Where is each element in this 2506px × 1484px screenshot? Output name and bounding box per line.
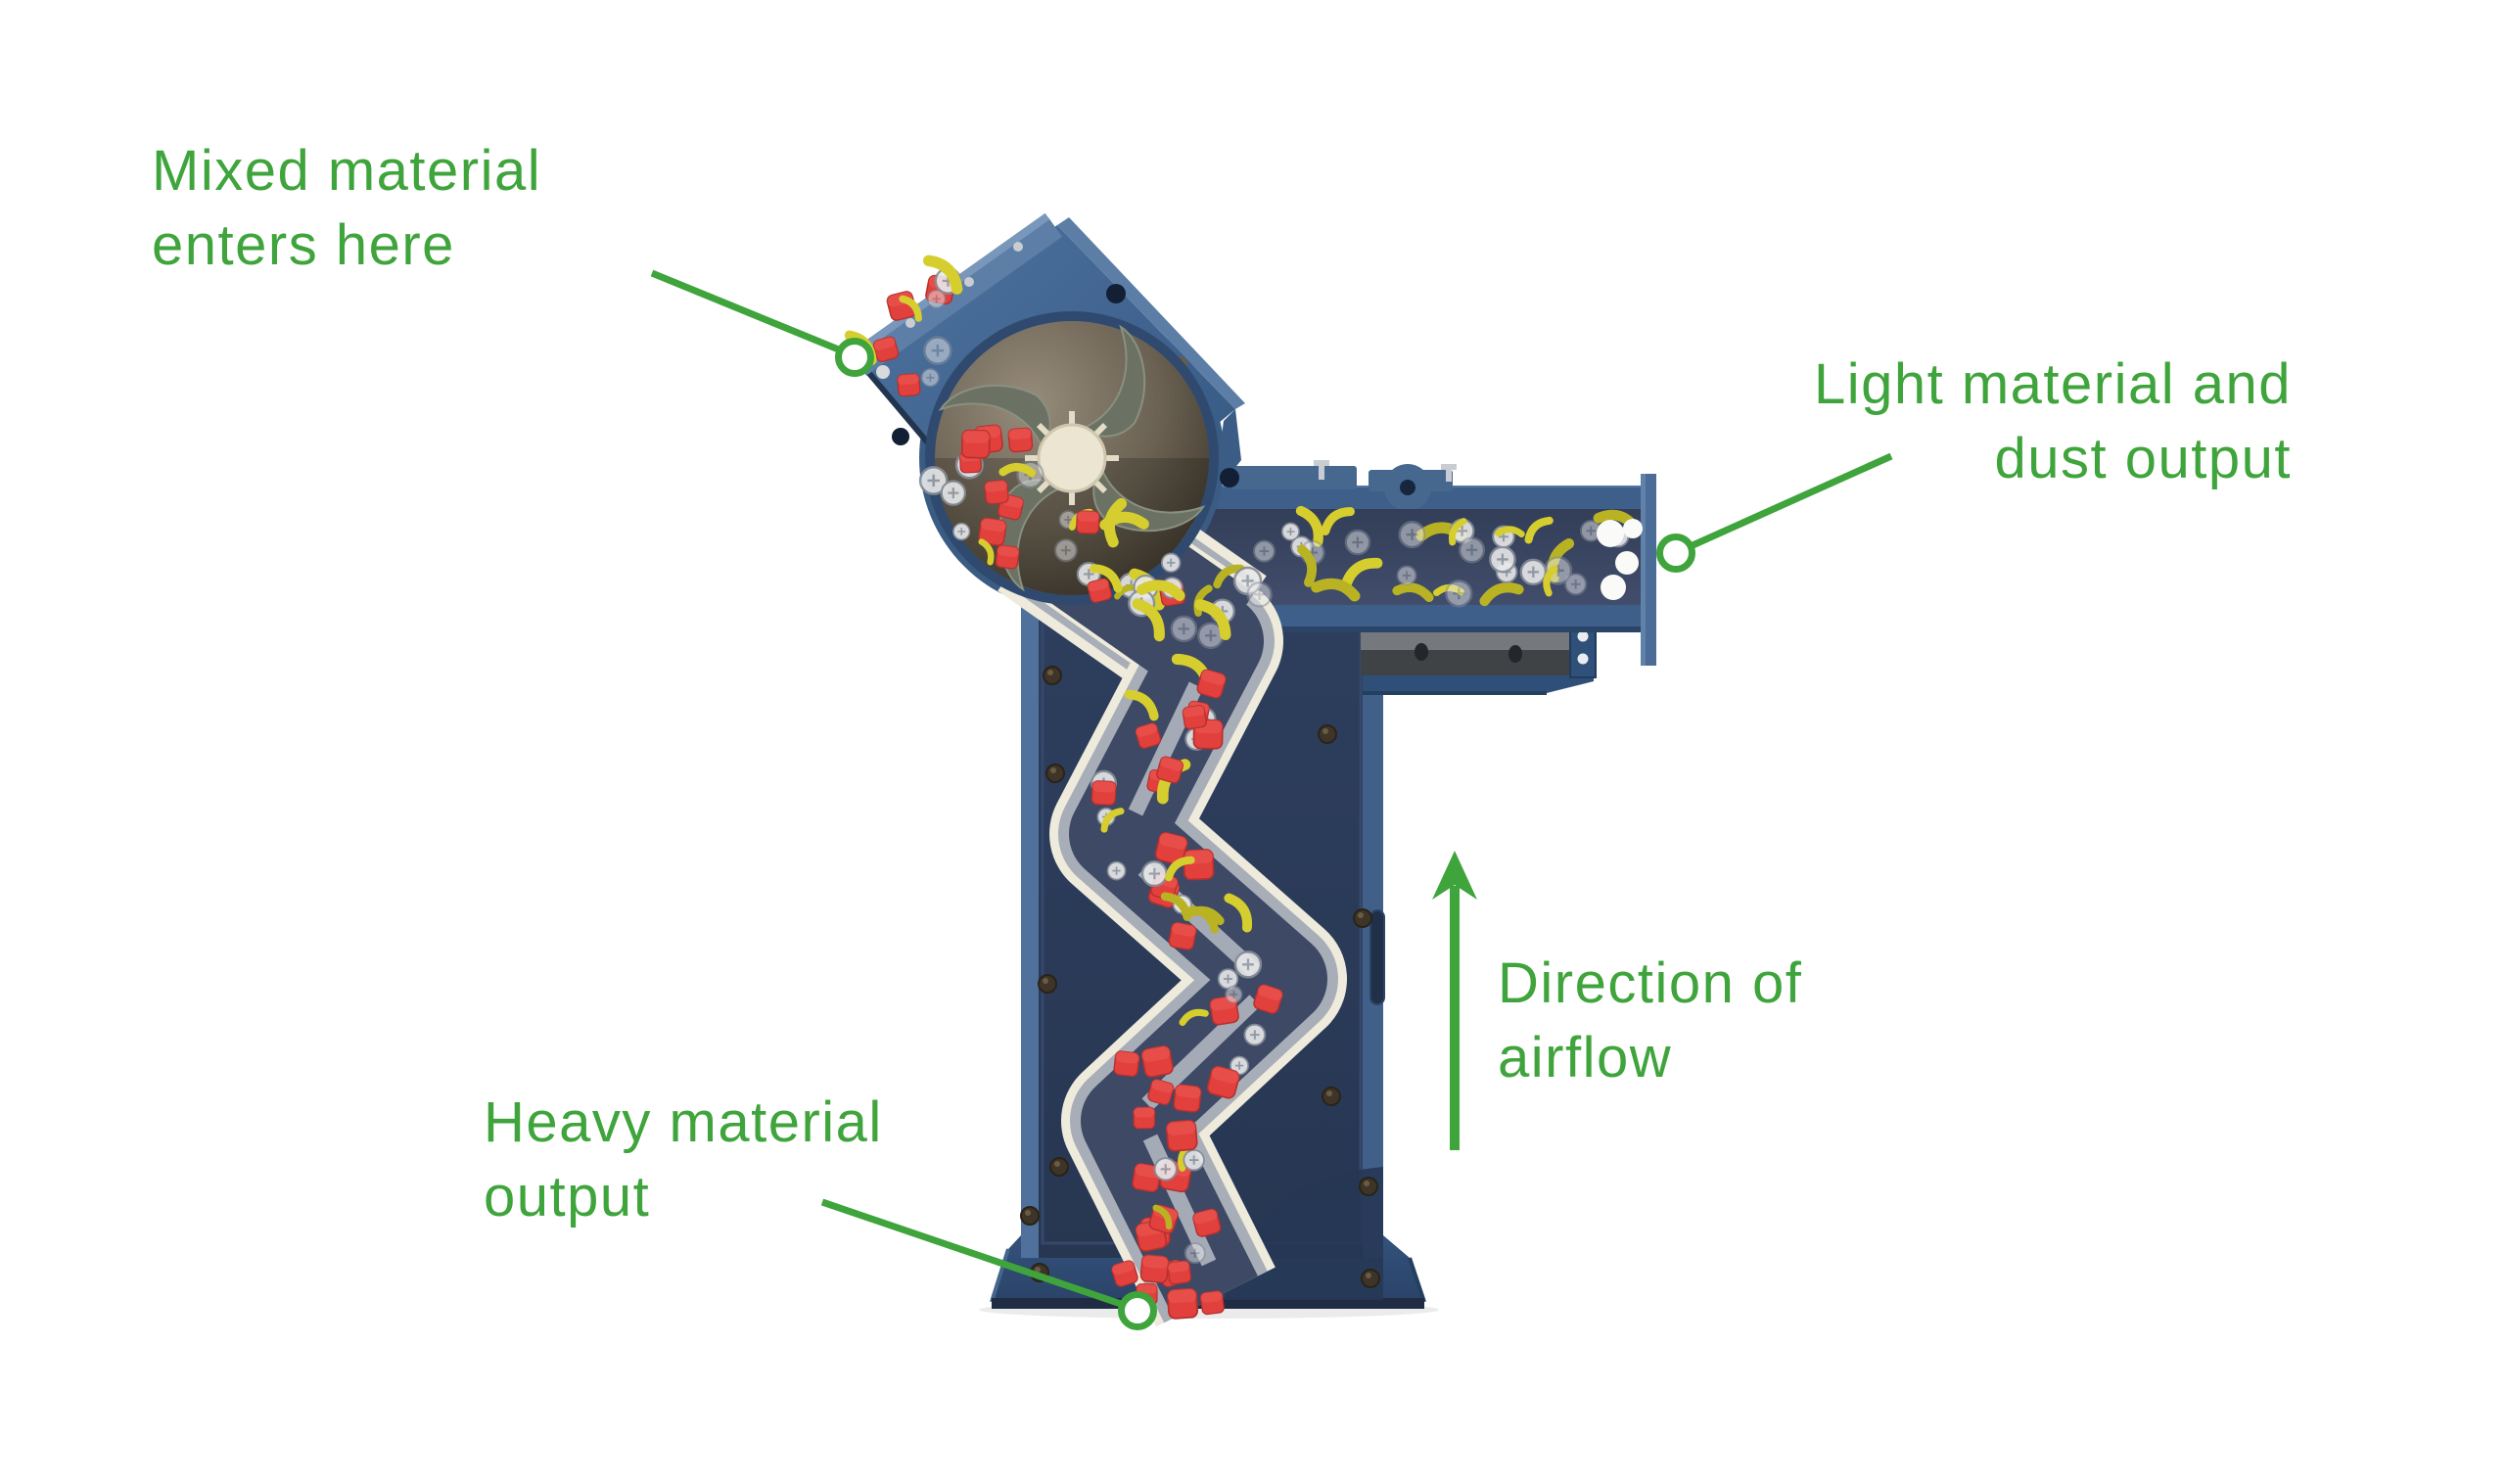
label-airflow: Direction of airflow (1498, 947, 1802, 1095)
label-line: Heavy material (484, 1090, 883, 1154)
separator-machine (843, 212, 1656, 1327)
rotor-hub (1025, 411, 1119, 505)
leader-line-heavy-output (820, 1198, 1126, 1309)
dust-cluster (1597, 519, 1643, 600)
label-line: Direction of (1498, 951, 1803, 1015)
access-door-handle (1369, 909, 1385, 1005)
label-heavy-output: Heavy material output (484, 1086, 883, 1234)
marker-heavy-output (1118, 1291, 1157, 1330)
label-line: enters here (152, 213, 455, 277)
annotation-overlay (650, 269, 1893, 1330)
label-line: Light material and (1813, 352, 2292, 416)
label-line: dust output (1994, 427, 2292, 490)
leader-line-mixed-input (650, 269, 843, 354)
label-line: Mixed material (152, 139, 542, 203)
marker-light-output (1656, 533, 1695, 573)
label-line: output (484, 1165, 651, 1229)
label-line: airflow (1498, 1026, 1673, 1090)
duct-studs (1314, 460, 1457, 482)
label-light-output: Light material and dust output (1814, 348, 2292, 496)
airflow-arrow-icon (1432, 851, 1477, 1150)
label-mixed-input: Mixed material enters here (152, 134, 541, 283)
panel-bolts (1020, 666, 1380, 1288)
material-particles (843, 255, 1640, 1320)
leader-line-light-output (1689, 452, 1893, 550)
corner-clip (876, 365, 890, 379)
marker-mixed-input (835, 338, 874, 377)
